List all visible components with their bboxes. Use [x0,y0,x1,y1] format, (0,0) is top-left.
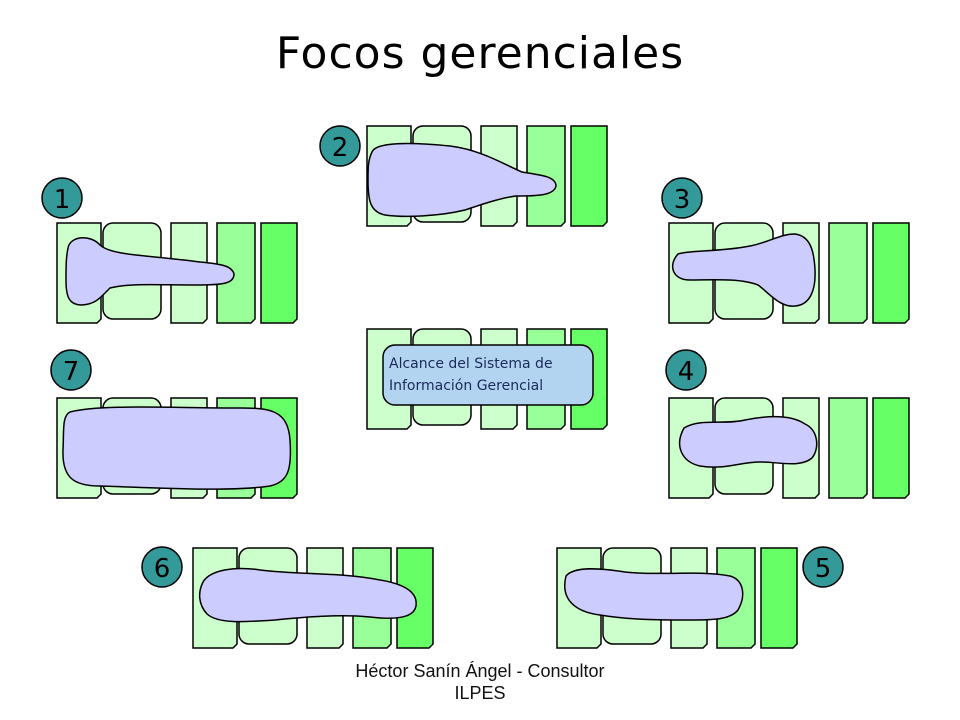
document-set-5 [556,547,798,649]
badge-7: 7 [50,349,92,391]
badge-5-label: 5 [815,554,832,584]
focus-area-1 [65,237,235,306]
badge-4-label: 4 [678,357,695,387]
document-set-7 [56,397,298,499]
slide-footer: Héctor Sanín Ángel - Consultor ILPES [330,660,630,704]
badge-6: 6 [141,546,183,588]
focus-area-4 [679,416,818,468]
document-set-1 [56,222,298,324]
footer-line-2: ILPES [454,683,506,703]
document-set-3 [668,222,910,324]
badge-2-label: 2 [332,133,349,163]
badge-7-label: 7 [63,357,80,387]
badge-1-label: 1 [54,185,71,215]
focus-area-6 [198,567,417,623]
focus-area-3 [671,233,816,307]
badge-4: 4 [665,349,707,391]
badge-5: 5 [802,546,844,588]
document-set-6 [192,547,434,649]
center-document-set: Alcance del Sistema de Información Geren… [366,328,608,430]
scope-label-line-2: Información Gerencial [389,378,543,394]
badge-3: 3 [661,177,703,219]
document-set-4 [668,397,910,499]
badge-3-label: 3 [674,185,691,215]
focus-area-5 [564,567,744,621]
focus-area-7 [62,406,292,490]
badge-6-label: 6 [154,554,171,584]
scope-label-line-1: Alcance del Sistema de [389,356,553,372]
document-set-2 [366,125,608,227]
badge-1: 1 [41,177,83,219]
scope-box [382,344,594,406]
focus-area-2 [367,142,557,218]
slide-title: Focos gerenciales [275,28,685,79]
badge-2: 2 [319,125,361,167]
footer-line-1: Héctor Sanín Ángel - Consultor [355,661,605,681]
